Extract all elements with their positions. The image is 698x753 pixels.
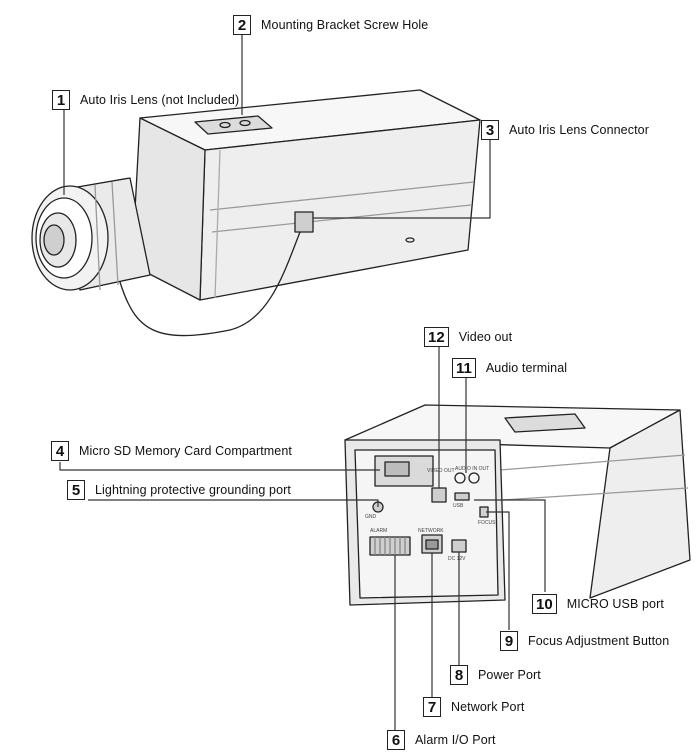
callout-number: 9 — [500, 631, 518, 651]
callout-label: MICRO USB port — [566, 597, 664, 611]
panel-label-network: NETWORK — [418, 528, 444, 534]
callout-number: 8 — [450, 665, 468, 685]
callout-number: 4 — [51, 441, 69, 461]
callout-number: 1 — [52, 90, 70, 110]
callout-6: 6 Alarm I/O Port — [387, 730, 496, 750]
callout-label: Alarm I/O Port — [415, 733, 496, 747]
callout-4: 4 Micro SD Memory Card Compartment — [51, 441, 292, 461]
callout-11: 11 Audio terminal — [452, 358, 567, 378]
leader-lines — [59, 35, 546, 730]
callout-label: Video out — [458, 330, 513, 344]
callout-label: Lightning protective grounding port — [95, 483, 291, 497]
callout-1: 1 Auto Iris Lens (not Included) — [52, 90, 239, 110]
callout-label: Focus Adjustment Button — [528, 634, 670, 648]
callout-number: 11 — [452, 358, 476, 378]
callout-number: 12 — [424, 327, 449, 347]
callout-9: 9 Focus Adjustment Button — [500, 631, 669, 651]
callout-label: Audio terminal — [485, 361, 568, 375]
callout-2: 2 Mounting Bracket Screw Hole — [233, 15, 428, 35]
callout-label: Mounting Bracket Screw Hole — [261, 18, 429, 32]
front-camera-body — [131, 89, 481, 301]
rear-camera-body — [344, 404, 691, 606]
auto-iris-lens — [31, 177, 151, 291]
callout-7: 7 Network Port — [423, 697, 524, 717]
callout-label: Network Port — [451, 700, 525, 714]
callout-8: 8 Power Port — [450, 665, 541, 685]
callout-3: 3 Auto Iris Lens Connector — [481, 120, 649, 140]
callout-number: 5 — [67, 480, 85, 500]
panel-label-usb: USB — [453, 503, 464, 509]
panel-label-video: VIDEO OUT — [427, 468, 455, 474]
callout-number: 2 — [233, 15, 251, 35]
callout-number: 3 — [481, 120, 499, 140]
callout-12: 12 Video out — [424, 327, 512, 347]
lens-cable — [119, 231, 301, 337]
panel-label-power: DC 12V — [448, 556, 466, 562]
panel-label-audio: AUDIO IN OUT — [455, 466, 490, 472]
callout-label: Auto Iris Lens (not Included) — [80, 93, 240, 107]
panel-label-alarm: ALARM — [370, 528, 388, 534]
callout-label: Power Port — [478, 668, 541, 682]
callout-number: 7 — [423, 697, 441, 717]
lens-connector — [294, 211, 314, 233]
panel-label-focus: FOCUS — [478, 520, 496, 526]
callout-10: 10 MICRO USB port — [532, 594, 664, 614]
panel-label-ground: GND — [365, 514, 377, 520]
callout-label: Auto Iris Lens Connector — [509, 123, 649, 137]
callout-number: 6 — [387, 730, 405, 750]
callout-label: Micro SD Memory Card Compartment — [79, 444, 292, 458]
callout-number: 10 — [532, 594, 557, 614]
callout-5: 5 Lightning protective grounding port — [67, 480, 291, 500]
